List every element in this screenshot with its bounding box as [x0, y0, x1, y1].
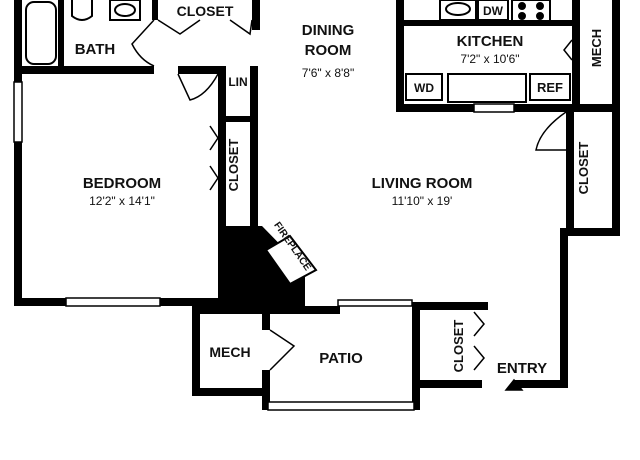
label-closet-top: CLOSET	[177, 3, 234, 19]
label-wd: WD	[414, 81, 434, 95]
entry-arrow-icon	[504, 378, 524, 391]
toilet-icon	[71, 0, 93, 21]
window-bedroom-left	[13, 81, 23, 143]
fixtures	[25, 0, 571, 103]
label-bedroom: BEDROOM	[83, 175, 161, 192]
burner-icon	[518, 2, 526, 10]
label-bedroom-size: 12'2" x 14'1"	[89, 194, 155, 208]
wall-lin-bottom	[218, 116, 258, 122]
door-entry-closet-bifold	[473, 311, 485, 371]
doors	[131, 19, 573, 391]
stove-icon	[511, 0, 551, 23]
wall-bath-left	[14, 0, 22, 70]
label-closet-right: CLOSET	[576, 142, 591, 195]
labels: CLOSET BATH DINING ROOM 7'6" x 8'8" KITC…	[75, 3, 604, 377]
wall-dining-left-stub	[178, 66, 226, 74]
label-mech-bottom: MECH	[209, 344, 250, 360]
wall-mech-left	[192, 306, 200, 396]
wall-left	[14, 0, 22, 306]
fireplace-block	[218, 226, 305, 306]
wall-bedroom-top	[14, 66, 154, 74]
burner-icon	[536, 12, 544, 20]
wall-closet-entry-top	[412, 302, 488, 310]
label-living-size: 11'10" x 19'	[392, 194, 453, 208]
door-bedroom-swing	[177, 73, 219, 101]
wall-kitchen-left	[396, 0, 404, 112]
label-ref: REF	[537, 80, 563, 95]
wall-living-right	[566, 112, 574, 232]
bath-sink-bowl-icon	[114, 3, 136, 17]
door-bath-swing	[131, 19, 155, 67]
bathtub-icon	[25, 1, 57, 65]
wall-entry-right	[560, 228, 568, 388]
window-patio	[267, 401, 415, 411]
label-patio: PATIO	[319, 350, 363, 367]
wall-closet-top-a	[152, 0, 158, 20]
wall-right-closet-bottom	[566, 228, 620, 236]
label-closet-bedroom: CLOSET	[226, 139, 241, 192]
wall-mech-right-outer	[612, 0, 620, 112]
burner-icon	[518, 12, 526, 20]
door-bedroom-closet-bifold	[209, 125, 219, 191]
window-bedroom-bottom	[65, 297, 161, 307]
label-dining-1: DINING	[302, 22, 355, 39]
kitchen-sink-icon	[439, 0, 477, 21]
dishwasher-box	[477, 0, 509, 21]
wall-bath-inner	[58, 0, 64, 70]
label-kitchen-size: 7'2" x 10'6"	[460, 52, 519, 66]
wall-patio-right	[412, 302, 420, 410]
label-lin: LIN	[228, 75, 247, 89]
windows	[13, 81, 515, 411]
fireplace	[264, 234, 318, 286]
label-living: LIVING ROOM	[372, 175, 473, 192]
wall-closet-top-b	[252, 0, 260, 30]
door-mech-bifold	[563, 39, 573, 61]
washer-dryer-box	[405, 73, 443, 101]
door-right-closet-swing	[535, 111, 567, 151]
label-bath: BATH	[75, 41, 116, 58]
label-entry: ENTRY	[497, 360, 547, 377]
window-kitchen	[473, 103, 515, 113]
wall-mech-bottom	[192, 388, 268, 396]
wall-kitchen-counter-top	[396, 20, 576, 26]
refrigerator-box	[529, 73, 571, 101]
label-mech-right: MECH	[589, 29, 604, 67]
label-closet-entry: CLOSET	[451, 320, 466, 373]
wall-closet-right	[250, 66, 258, 226]
label-dining-2: ROOM	[305, 42, 352, 59]
kitchen-sink-bowl-icon	[445, 2, 471, 16]
label-kitchen: KITCHEN	[457, 33, 524, 50]
label-dining-size: 7'6" x 8'8"	[302, 66, 354, 80]
wall-bedroom-right	[218, 66, 226, 306]
wall-mech-right-top	[262, 306, 270, 330]
wall-closet-entry-bottom	[412, 380, 482, 388]
wall-entry-bottom-right	[514, 380, 568, 388]
burner-icon	[536, 2, 544, 10]
kitchen-counter	[447, 73, 527, 103]
door-closet-bifold	[157, 19, 253, 36]
bath-sink-icon	[109, 0, 141, 21]
door-mech-swing	[269, 329, 296, 371]
fireplace-hearth	[264, 234, 318, 286]
wall-right-closet-outer	[612, 112, 620, 236]
wall-mech-right-bottom	[262, 370, 270, 410]
wall-mech-bottom	[572, 104, 620, 112]
label-dw: DW	[483, 4, 504, 18]
slider-living-patio	[337, 299, 413, 307]
wall-kitchen-right	[572, 0, 580, 112]
